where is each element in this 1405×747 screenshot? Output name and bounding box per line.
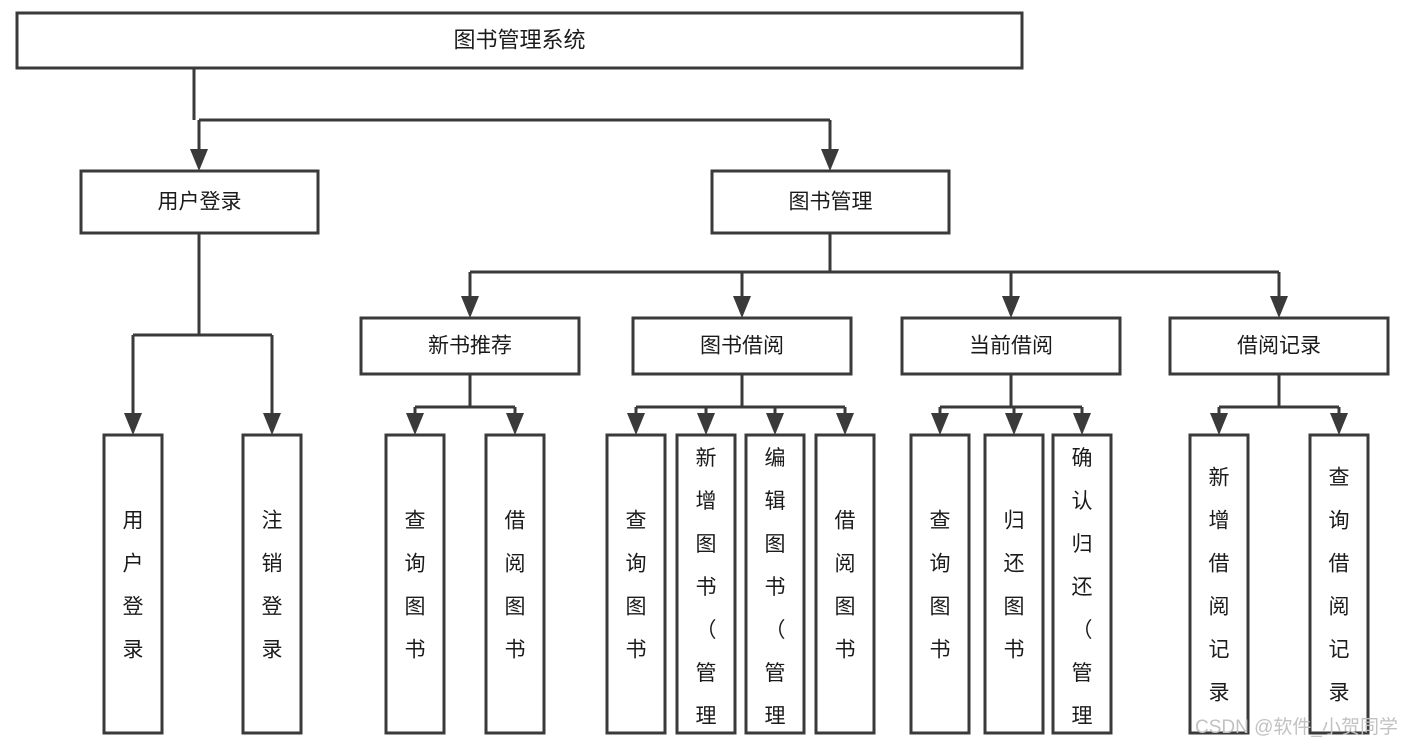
leaf-box-leaf-borrow-book-2[interactable]	[814, 433, 876, 735]
leaf-leaf-edit-book[interactable]: 编辑图书（管理员）	[744, 433, 806, 747]
level3-node-label-current-borrow: 当前借阅	[969, 335, 1053, 358]
level2-node-label-user-login: 用户登录	[158, 191, 242, 214]
leaf-label-leaf-return-book: 归还图书	[1004, 510, 1025, 662]
leaf-leaf-confirm-return[interactable]: 确认归还（管理员）	[1051, 433, 1113, 747]
level3-node-box-borrow-record[interactable]	[1168, 316, 1390, 376]
level3-node-box-book-borrow[interactable]	[631, 316, 853, 376]
leaf-box-leaf-logout[interactable]	[241, 433, 303, 735]
arrow-to-leaf-query-book-2	[627, 413, 645, 435]
arrow-to-user-leaf-0	[124, 413, 142, 435]
level3-node-label-borrow-record: 借阅记录	[1237, 335, 1321, 358]
leaf-leaf-logout[interactable]: 注销登录	[241, 433, 303, 735]
leaf-leaf-query-book-1[interactable]: 查询图书	[384, 433, 446, 735]
level2-node-box-user-login[interactable]	[79, 169, 320, 235]
arrow-to-leaf-query-book-1	[406, 413, 424, 435]
level3-node-borrow-record[interactable]: 借阅记录	[1168, 316, 1390, 376]
leaf-leaf-borrow-book-2[interactable]: 借阅图书	[814, 433, 876, 735]
leaf-box-leaf-add-book[interactable]	[675, 433, 737, 735]
arrow-to-leaf-borrow-book-2	[836, 413, 854, 435]
level3-node-box-new-book-rec[interactable]	[359, 316, 581, 376]
arrow-to-leaf-add-book	[697, 413, 715, 435]
level2-node-book-manage[interactable]: 图书管理	[710, 169, 951, 235]
level2-node-label-book-manage: 图书管理	[789, 191, 873, 214]
level3-node-current-borrow[interactable]: 当前借阅	[900, 316, 1122, 376]
arrow-to-level2-0	[190, 149, 208, 171]
leaf-box-leaf-add-record[interactable]	[1188, 433, 1250, 735]
leaf-box-leaf-return-book[interactable]	[983, 433, 1045, 735]
arrow-to-level3-2	[1002, 296, 1020, 318]
level3-node-new-book-rec[interactable]: 新书推荐	[359, 316, 581, 376]
leaf-box-leaf-confirm-return[interactable]	[1051, 433, 1113, 735]
arrow-to-leaf-query-record	[1330, 413, 1348, 435]
leaf-box-leaf-query-book-1[interactable]	[384, 433, 446, 735]
arrow-to-leaf-confirm-return	[1073, 413, 1091, 435]
arrow-to-user-leaf-1	[263, 413, 281, 435]
nodes-layer: 图书管理系统用户登录图书管理新书推荐图书借阅当前借阅借阅记录用户登录注销登录查询…	[15, 11, 1390, 747]
arrow-to-leaf-borrow-book-1	[506, 413, 524, 435]
arrow-to-leaf-query-book-3	[931, 413, 949, 435]
arrow-to-level3-0	[461, 296, 479, 318]
leaf-leaf-user-login[interactable]: 用户登录	[102, 433, 164, 735]
leaf-box-leaf-edit-book[interactable]	[744, 433, 806, 735]
leaf-label-leaf-add-book: 新增图书（管理员）	[696, 447, 717, 747]
connectors-layer	[124, 68, 1348, 435]
level3-node-box-current-borrow[interactable]	[900, 316, 1122, 376]
leaf-box-leaf-borrow-book-1[interactable]	[484, 433, 546, 735]
leaf-leaf-query-record[interactable]: 查询借阅记录	[1308, 433, 1370, 735]
level2-node-box-book-manage[interactable]	[710, 169, 951, 235]
leaf-label-leaf-logout: 注销登录	[262, 510, 283, 662]
leaf-leaf-return-book[interactable]: 归还图书	[983, 433, 1045, 735]
leaf-label-leaf-query-record: 查询借阅记录	[1329, 467, 1350, 705]
arrow-to-leaf-return-book	[1005, 413, 1023, 435]
level3-node-label-new-book-rec: 新书推荐	[428, 335, 512, 358]
leaf-label-leaf-query-book-1: 查询图书	[405, 510, 426, 662]
root-root[interactable]: 图书管理系统	[15, 11, 1024, 70]
csdn-watermark: CSDN @软件_小贺同学	[1195, 716, 1398, 738]
leaf-label-leaf-query-book-3: 查询图书	[930, 510, 951, 662]
leaf-label-leaf-query-book-2: 查询图书	[626, 510, 647, 662]
leaf-label-leaf-borrow-book-2: 借阅图书	[835, 510, 856, 662]
level2-node-user-login[interactable]: 用户登录	[79, 169, 320, 235]
arrow-to-level2-1	[821, 149, 839, 171]
leaf-label-leaf-borrow-book-1: 借阅图书	[505, 510, 526, 662]
leaf-leaf-add-record[interactable]: 新增借阅记录	[1188, 433, 1250, 735]
leaf-leaf-query-book-2[interactable]: 查询图书	[605, 433, 667, 735]
root-box-root[interactable]	[15, 11, 1024, 70]
leaf-leaf-add-book[interactable]: 新增图书（管理员）	[675, 433, 737, 747]
arrow-to-leaf-add-record	[1210, 413, 1228, 435]
leaf-box-leaf-query-book-3[interactable]	[909, 433, 971, 735]
leaf-box-leaf-query-book-2[interactable]	[605, 433, 667, 735]
level3-node-book-borrow[interactable]: 图书借阅	[631, 316, 853, 376]
leaf-label-leaf-confirm-return: 确认归还（管理员）	[1072, 447, 1093, 747]
arrow-to-level3-3	[1270, 296, 1288, 318]
leaf-label-leaf-edit-book: 编辑图书（管理员）	[765, 447, 786, 747]
leaf-box-leaf-user-login[interactable]	[102, 433, 164, 735]
arrow-to-level3-1	[733, 296, 751, 318]
leaf-box-leaf-query-record[interactable]	[1308, 433, 1370, 735]
leaf-leaf-query-book-3[interactable]: 查询图书	[909, 433, 971, 735]
level3-node-label-book-borrow: 图书借阅	[700, 335, 784, 358]
leaf-label-leaf-user-login: 用户登录	[123, 510, 144, 662]
root-label-root: 图书管理系统	[453, 27, 585, 52]
leaf-leaf-borrow-book-1[interactable]: 借阅图书	[484, 433, 546, 735]
leaf-label-leaf-add-record: 新增借阅记录	[1209, 467, 1230, 705]
arrow-to-leaf-edit-book	[766, 413, 784, 435]
